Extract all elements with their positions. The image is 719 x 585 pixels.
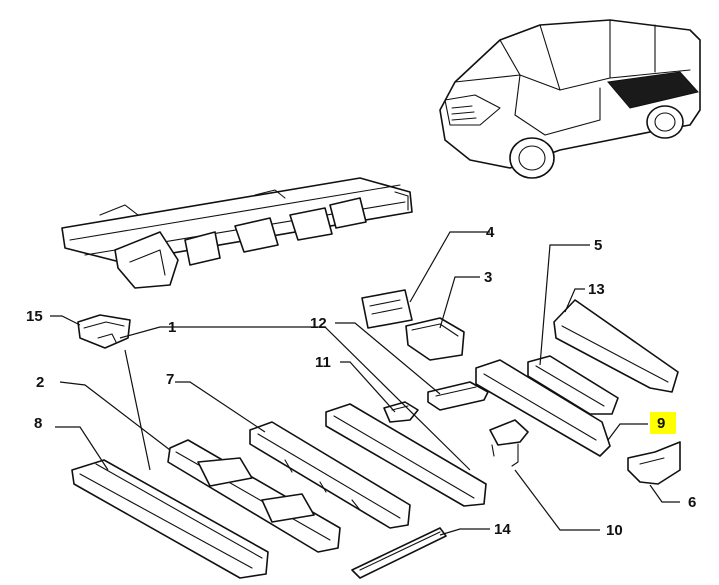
part-1-rail (325, 403, 487, 507)
floor-frame-assembly (61, 177, 413, 289)
callout-3: 3 (484, 269, 492, 286)
callout-5: 5 (594, 237, 602, 254)
part-7-rail (249, 421, 411, 529)
leader-lines (50, 231, 680, 536)
callout-4: 4 (486, 224, 495, 241)
part-13-crossmember (553, 299, 679, 393)
part-6-bracket (627, 441, 681, 485)
part-12-plate (427, 381, 489, 411)
part-15-bracket (77, 314, 131, 349)
callout-14: 14 (494, 521, 511, 538)
callout-2: 2 (36, 374, 44, 391)
callout-11: 11 (315, 354, 331, 371)
part-9-member (475, 359, 611, 457)
callout-10: 10 (606, 522, 623, 539)
callout-13: 13 (588, 281, 605, 298)
callout-1: 1 (168, 319, 176, 336)
callout-9-highlight (650, 412, 676, 434)
callout-labels: 4 3 5 13 12 11 1 15 2 7 8 9 6 14 10 (26, 224, 696, 539)
part-14-strip (351, 527, 447, 579)
part-5-rail (527, 355, 619, 415)
part-4-panel (361, 289, 413, 329)
part-8-left-rail (71, 459, 269, 579)
callout-12: 12 (310, 315, 327, 332)
callout-8: 8 (34, 415, 42, 432)
callout-15: 15 (26, 308, 43, 325)
part-2-center-rail (167, 439, 341, 553)
van-illustration (439, 19, 701, 179)
part-3-channel (405, 317, 465, 361)
part-10-bracket (489, 419, 529, 467)
callout-9: 9 (657, 415, 665, 432)
callout-6: 6 (688, 494, 696, 511)
callout-7: 7 (166, 371, 174, 388)
